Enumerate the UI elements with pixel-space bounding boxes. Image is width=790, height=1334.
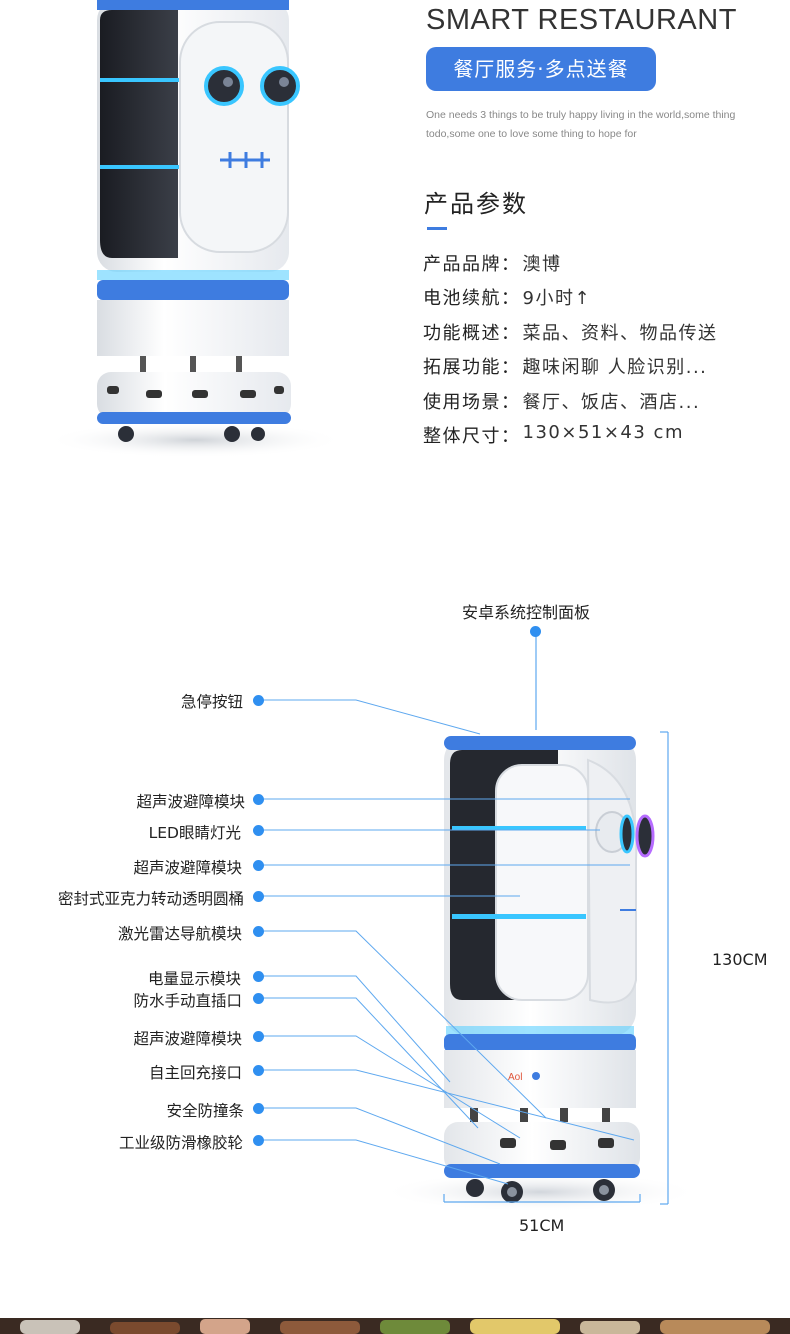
spec-title-underline xyxy=(427,227,447,230)
callout-dot xyxy=(253,993,264,1004)
spec-row-brand: 产品品牌： 澳博 xyxy=(423,250,718,284)
robot-diagram: Aol xyxy=(0,560,790,1260)
spec-row-extension: 拓展功能： 趣味闲聊 人脸识别... xyxy=(423,353,718,387)
spec-value: 130×51×43 cm xyxy=(522,421,684,443)
spec-label: 整体尺寸： xyxy=(423,425,521,447)
callout-dot xyxy=(253,1065,264,1076)
robot-front-image xyxy=(45,0,345,458)
spec-value: 餐厅、饭店、酒店... xyxy=(522,391,701,413)
callout-dot xyxy=(253,926,264,937)
callout-battery-display: 电量显示模块 xyxy=(147,970,241,988)
callout-emergency-stop: 急停按钮 xyxy=(180,693,243,711)
hero-badge: 餐厅服务·多点送餐 xyxy=(426,47,656,91)
callout-dot xyxy=(253,1031,264,1042)
spec-value: 菜品、资料、物品传送 xyxy=(522,322,718,344)
callout-rubber-wheel: 工业级防滑橡胶轮 xyxy=(118,1134,243,1152)
callout-waterproof-port: 防水手动直插口 xyxy=(133,992,242,1010)
spec-label: 产品品牌： xyxy=(423,254,521,275)
spec-row-function: 功能概述： 菜品、资料、物品传送 xyxy=(423,319,718,353)
callout-dot xyxy=(253,825,264,836)
callout-acrylic-drum: 密封式亚克力转动透明圆桶 xyxy=(57,890,244,908)
spec-label: 功能概述： xyxy=(423,322,521,344)
spec-label: 拓展功能： xyxy=(423,357,521,379)
spec-value: 澳博 xyxy=(522,254,562,275)
callout-dot xyxy=(253,860,264,871)
spec-label: 电池续航： xyxy=(423,288,521,310)
spec-row-battery: 电池续航： 9小时↑ xyxy=(423,284,718,318)
spec-list: 产品品牌： 澳博 电池续航： 9小时↑ 功能概述： 菜品、资料、物品传送 拓展功… xyxy=(423,250,718,456)
callout-bumper: 安全防撞条 xyxy=(166,1102,244,1120)
callout-dot xyxy=(253,695,264,706)
callout-ultrasonic-3: 超声波避障模块 xyxy=(133,1030,242,1048)
spec-row-size: 整体尺寸： 130×51×43 cm xyxy=(423,422,718,456)
spec-value: 9小时↑ xyxy=(522,288,592,310)
width-dimension-label: 51CM xyxy=(519,1216,565,1235)
callout-ultrasonic-2: 超声波避障模块 xyxy=(133,859,242,877)
callout-led-eyes: LED眼睛灯光 xyxy=(148,824,241,842)
hero-title: SMART RESTAURANT xyxy=(426,4,737,36)
spec-title: 产品参数 xyxy=(424,190,528,218)
hero-subtitle: One needs 3 things to be truly happy liv… xyxy=(426,109,736,140)
callout-ultrasonic-1: 超声波避障模块 xyxy=(136,793,245,811)
callout-dot xyxy=(253,891,264,902)
height-dimension-label: 130CM xyxy=(712,950,768,969)
callout-dot xyxy=(530,626,541,637)
callout-auto-charge: 自主回充接口 xyxy=(148,1064,242,1082)
callout-dot xyxy=(253,971,264,982)
food-photo-strip xyxy=(0,1318,790,1334)
spec-row-scenario: 使用场景： 餐厅、饭店、酒店... xyxy=(423,388,718,422)
svg-text:Aol: Aol xyxy=(508,1072,522,1083)
diagram-lines: Aol xyxy=(264,631,700,1212)
spec-value: 趣味闲聊 人脸识别... xyxy=(522,357,708,379)
callout-dot xyxy=(253,1103,264,1114)
spec-label: 使用场景： xyxy=(423,391,521,413)
callout-lidar: 激光雷达导航模块 xyxy=(117,925,242,943)
callout-dot xyxy=(253,1135,264,1146)
callout-dot xyxy=(253,794,264,805)
label-android-panel: 安卓系统控制面板 xyxy=(462,603,591,622)
